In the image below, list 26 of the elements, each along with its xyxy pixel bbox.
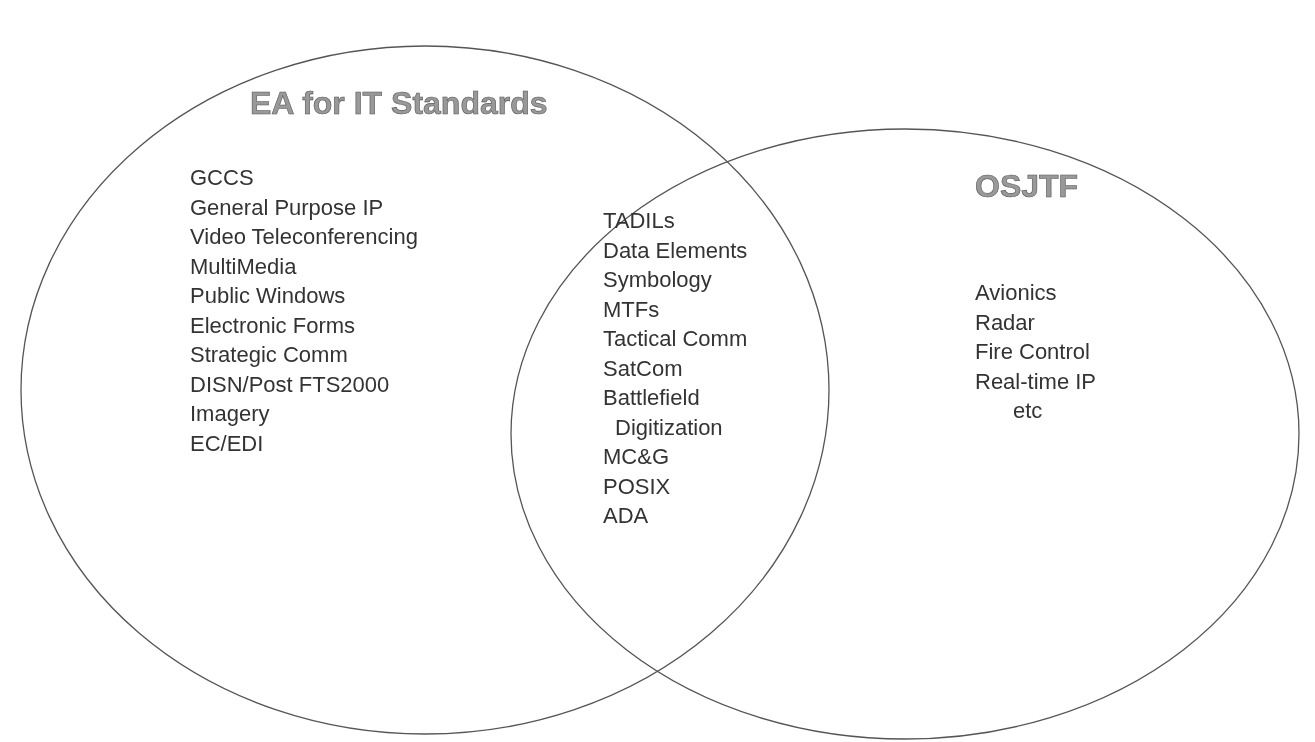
list-item: Real-time IP: [975, 367, 1097, 396]
list-item: Data Elements: [603, 236, 748, 265]
list-item: Fire Control: [975, 338, 1090, 366]
list-item: Public Windows: [190, 282, 346, 310]
list-item: Radar: [975, 308, 1035, 337]
list-item: Video Teleconferencing: [190, 223, 418, 251]
list-item: Strategic Comm: [190, 341, 348, 369]
list-item: Imagery: [190, 400, 270, 428]
list-item: SatCom: [603, 354, 683, 383]
list-item: POSIX: [603, 472, 671, 501]
list-item: DISN/Post FTS2000: [190, 370, 390, 399]
list-item: MC&G: [603, 443, 669, 471]
list-item: MultiMedia: [190, 252, 297, 281]
list-item: etc: [1013, 397, 1043, 425]
list-item: Electronic Forms: [190, 311, 356, 340]
list-item: ADA: [603, 502, 649, 530]
list-item: GCCS: [190, 164, 254, 192]
list-item: MTFs: [603, 295, 660, 324]
list-item: Symbology: [603, 266, 712, 294]
set-heading: EA for IT Standards: [250, 85, 548, 122]
list-item: EC/EDI: [190, 429, 264, 458]
set-heading: OSJTF: [975, 168, 1079, 205]
list-item: Avionics: [975, 279, 1057, 307]
list-item: Tactical Comm: [603, 325, 748, 353]
list-item: Battlefield Digitization: [603, 384, 724, 442]
list-item: General Purpose IP: [190, 193, 384, 222]
